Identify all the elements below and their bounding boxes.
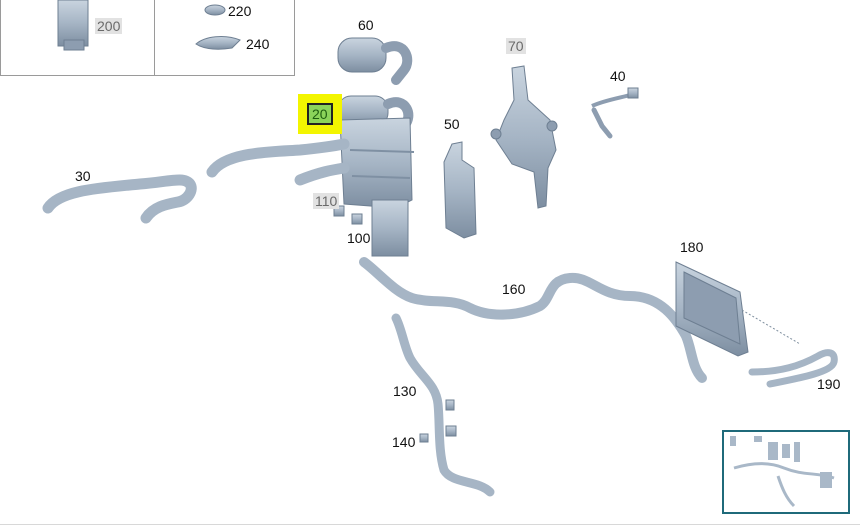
part-200[interactable]: [57, 0, 89, 51]
callout-60[interactable]: 60: [358, 17, 374, 33]
overview-thumbnail[interactable]: [722, 430, 850, 514]
callout-240[interactable]: 240: [246, 36, 270, 52]
bottom-divider: [0, 524, 860, 525]
callout-40[interactable]: 40: [610, 68, 626, 84]
callout-220[interactable]: 220: [228, 3, 252, 19]
callout-190[interactable]: 190: [817, 376, 841, 392]
overview-miniature: [730, 436, 835, 508]
callout-180[interactable]: 180: [680, 239, 704, 255]
part-180[interactable]: [675, 261, 801, 357]
part-70[interactable]: [490, 65, 558, 209]
part-60[interactable]: [337, 37, 413, 85]
callout-70[interactable]: 70: [506, 38, 526, 54]
inset-frame: [0, 0, 295, 76]
callout-20[interactable]: 20: [298, 94, 342, 134]
part-30[interactable]: [42, 174, 197, 224]
part-100[interactable]: [351, 213, 363, 225]
callout-130[interactable]: 130: [393, 383, 417, 399]
part-40[interactable]: [591, 87, 639, 139]
part-220[interactable]: [204, 4, 226, 16]
part-130[interactable]: [391, 313, 495, 497]
part-240[interactable]: [195, 36, 241, 50]
part-140[interactable]: [419, 425, 457, 443]
callout-160[interactable]: 160: [502, 281, 526, 297]
callout-200[interactable]: 200: [95, 18, 123, 34]
callout-30[interactable]: 30: [75, 168, 91, 184]
callout-50[interactable]: 50: [444, 116, 460, 132]
callout-100[interactable]: 100: [347, 230, 371, 246]
callout-110[interactable]: 110: [313, 193, 340, 209]
inset-divider: [154, 0, 155, 76]
part-50[interactable]: [443, 141, 477, 239]
part-190[interactable]: [748, 349, 838, 388]
hose-upper-left[interactable]: [206, 138, 350, 186]
callout-140[interactable]: 140: [392, 434, 416, 450]
part-20[interactable]: [337, 95, 415, 257]
